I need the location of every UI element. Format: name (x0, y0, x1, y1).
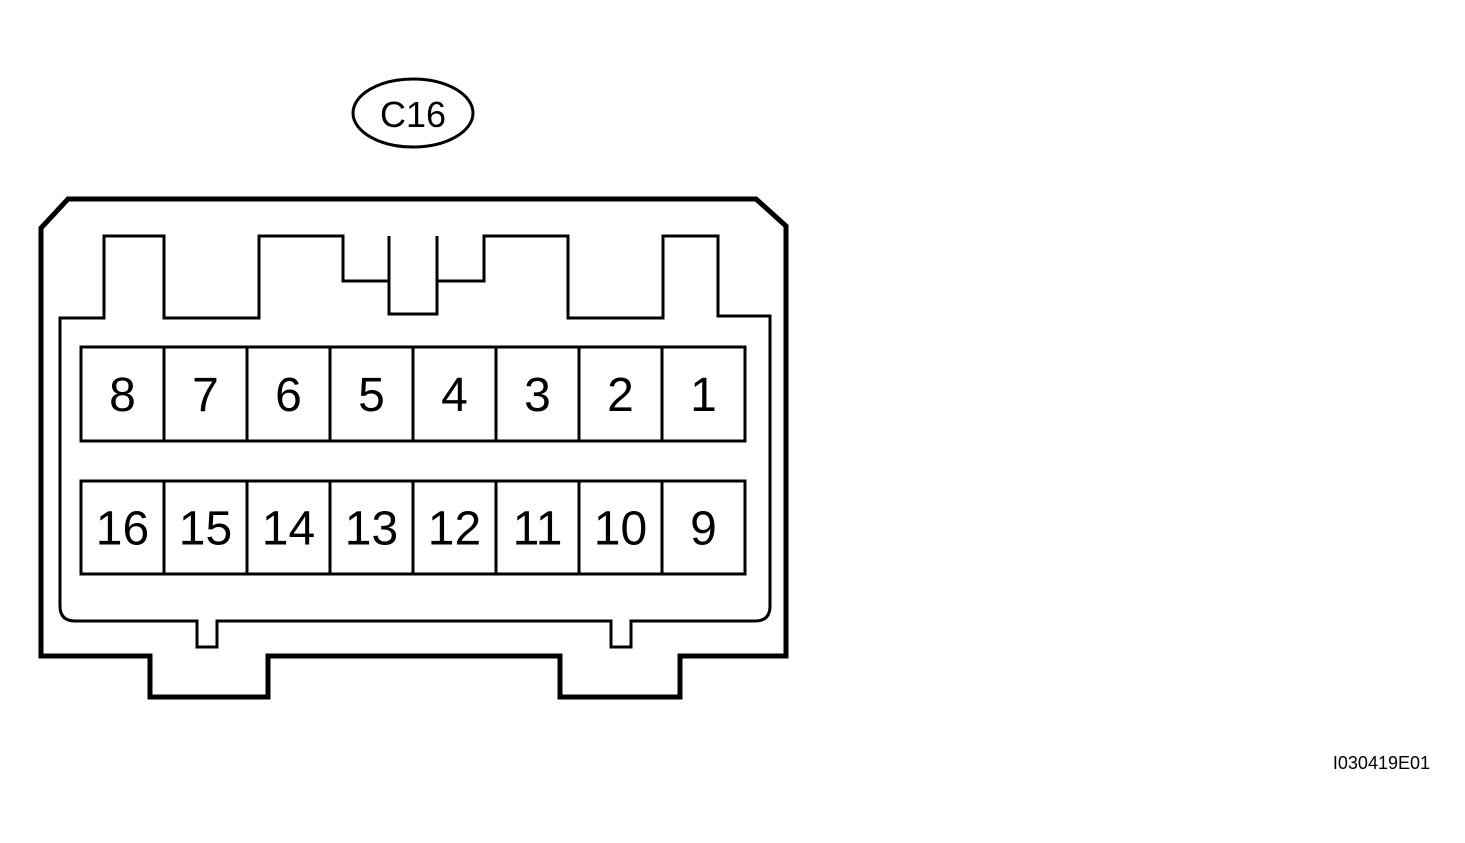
pin-number-6: 6 (275, 369, 302, 422)
pin-number-16: 16 (96, 503, 149, 556)
pin-number-3: 3 (524, 369, 551, 422)
center-key (387, 236, 439, 281)
pin-number-14: 14 (262, 503, 315, 556)
pin-number-4: 4 (441, 369, 468, 422)
pin-number-12: 12 (428, 503, 481, 556)
pin-number-9: 9 (690, 503, 717, 556)
connector-label-ellipse (351, 77, 475, 149)
image-code: I030419E01 (1333, 753, 1430, 773)
pin-cavity-9 (660, 479, 747, 576)
pin-row-top: 8 7 6 5 4 3 2 1 (79, 345, 747, 443)
pin-number-1: 1 (690, 369, 717, 422)
connector-label: C16 (380, 94, 446, 135)
pin-number-13: 13 (345, 503, 398, 556)
connector-inner-outline (58, 234, 772, 649)
pin-number-2: 2 (607, 369, 634, 422)
pin-cavity-1 (660, 345, 747, 443)
pin-number-5: 5 (358, 369, 385, 422)
pin-row-bottom: 16 15 14 13 12 11 10 9 (79, 479, 747, 576)
pin-number-8: 8 (109, 369, 136, 422)
pin-number-7: 7 (192, 369, 219, 422)
pin-number-15: 15 (179, 503, 232, 556)
pin-number-11: 11 (513, 503, 563, 556)
connector-label-group: C16 (351, 77, 475, 149)
pin-number-10: 10 (594, 503, 647, 556)
connector-housing-outline (38, 196, 789, 700)
